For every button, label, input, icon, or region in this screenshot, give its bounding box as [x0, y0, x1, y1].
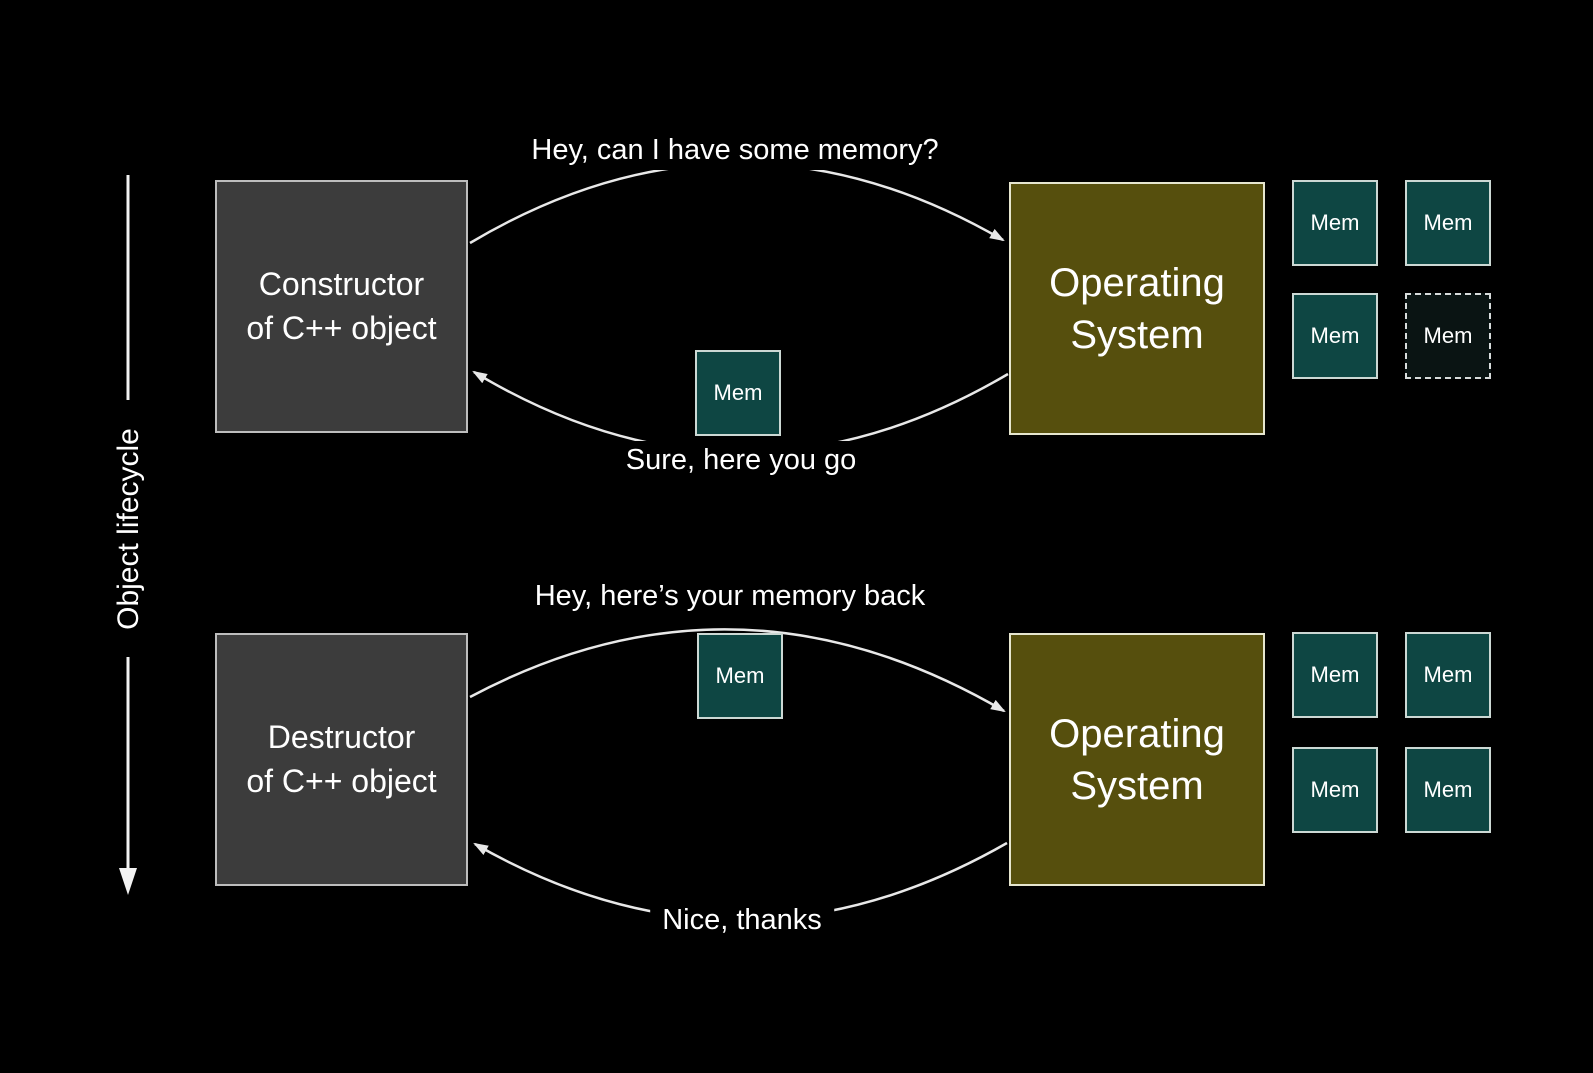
- grant-memory-label: Sure, here you go: [613, 441, 869, 480]
- transfer-mem-block-bottom-label: Mem: [715, 663, 765, 688]
- destructor-box-label-line2: of C++ object: [246, 762, 437, 799]
- os-top-label-line1: Operating: [1049, 260, 1225, 305]
- acknowledge-label: Nice, thanks: [650, 901, 834, 940]
- os-mem-pool-top-slot-1: Mem: [1292, 180, 1378, 266]
- return-memory-label: Hey, here’s your memory back: [522, 577, 938, 616]
- mem-label: Mem: [1423, 210, 1473, 235]
- os-bottom-label-line1: Operating: [1049, 711, 1225, 756]
- os-top-label-line2: System: [1070, 312, 1204, 357]
- constructor-box-label-line2: of C++ object: [246, 309, 437, 346]
- os-mem-pool-bottom-slot-1: Mem: [1292, 632, 1378, 718]
- constructor-box-label-line1: Constructor: [258, 266, 425, 303]
- constructor-box: Constructor of C++ object: [215, 180, 468, 433]
- os-mem-pool-bottom-slot-4: Mem: [1405, 747, 1491, 833]
- os-mem-pool-top-slot-2: Mem: [1405, 180, 1491, 266]
- os-mem-pool-bottom-slot-2: Mem: [1405, 632, 1491, 718]
- os-mem-pool-top-slot-3: Mem: [1292, 293, 1378, 379]
- mem-label: Mem: [1423, 323, 1473, 348]
- mem-label: Mem: [1423, 662, 1473, 687]
- transfer-mem-block-bottom: Mem: [697, 633, 783, 719]
- mem-label: Mem: [1310, 210, 1360, 235]
- mem-label: Mem: [1310, 323, 1360, 348]
- os-mem-pool-top-slot-4-allocated: Mem: [1405, 293, 1491, 379]
- lifecycle-arrowhead-icon: [119, 868, 137, 895]
- os-bottom-label-line2: System: [1070, 763, 1204, 808]
- transfer-mem-block-top-label: Mem: [713, 380, 763, 405]
- destructor-box: Destructor of C++ object: [215, 633, 468, 886]
- mem-label: Mem: [1423, 777, 1473, 802]
- arrow-return-memory: [469, 628, 1006, 713]
- os-mem-pool-bottom-slot-3: Mem: [1292, 747, 1378, 833]
- request-memory-label: Hey, can I have some memory?: [519, 131, 951, 170]
- mem-label: Mem: [1310, 662, 1360, 687]
- mem-label: Mem: [1310, 777, 1360, 802]
- transfer-mem-block-top: Mem: [695, 350, 781, 436]
- operating-system-box-top: Operating System: [1009, 182, 1265, 435]
- operating-system-box-bottom: Operating System: [1009, 633, 1265, 886]
- lifecycle-axis-label: Object lifecycle: [112, 428, 145, 630]
- destructor-box-label-line1: Destructor: [267, 719, 416, 756]
- arrow-request-memory: [469, 162, 1005, 245]
